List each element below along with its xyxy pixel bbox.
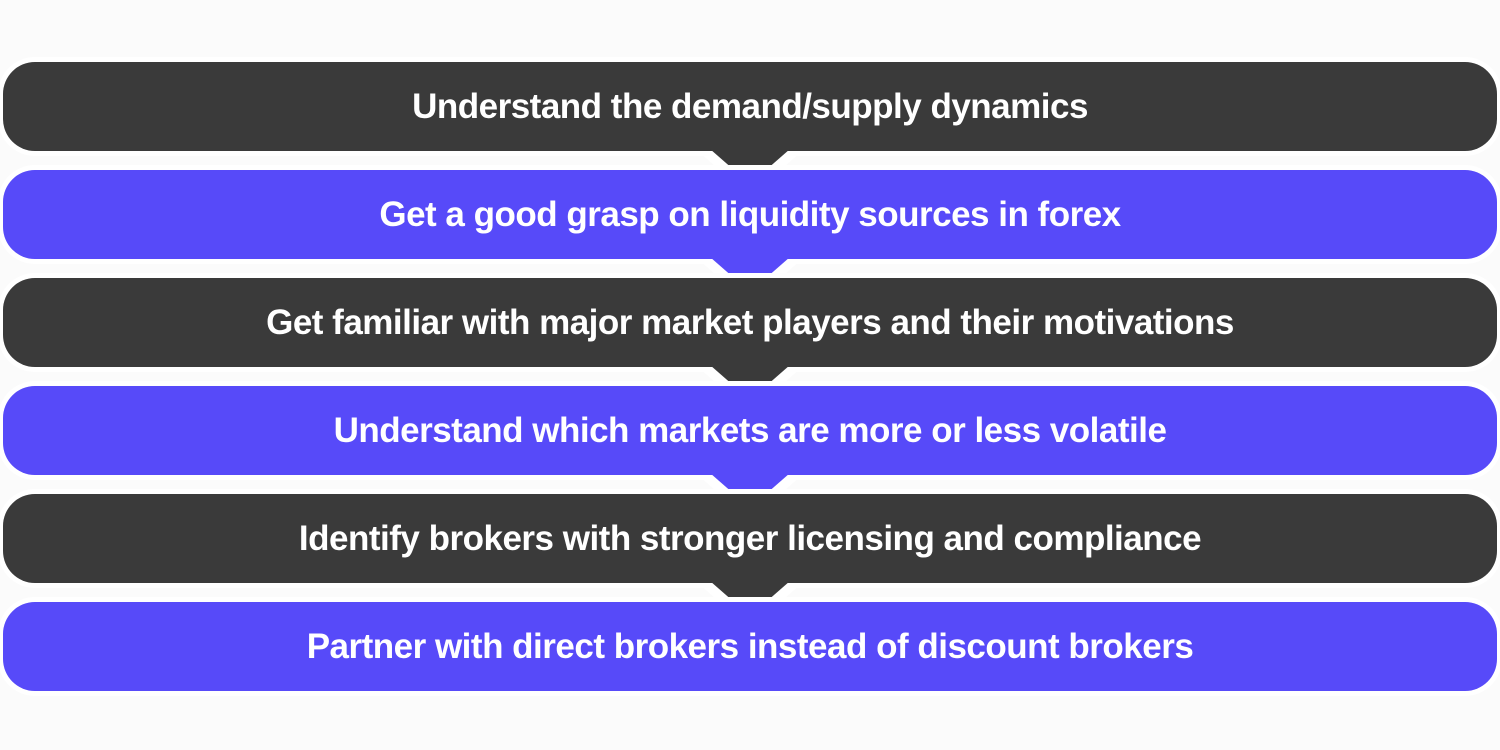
step-2-label: Get a good grasp on liquidity sources in… — [379, 194, 1121, 234]
step-5-bar: Identify brokers with stronger licensing… — [3, 494, 1497, 583]
step-6-label: Partner with direct brokers instead of d… — [306, 626, 1194, 666]
step-1-label: Understand the demand/supply dynamics — [412, 86, 1088, 126]
step-1-bar: Understand the demand/supply dynamics — [3, 62, 1497, 151]
step-4-label: Understand which markets are more or les… — [333, 410, 1167, 450]
step-3-label: Get familiar with major market players a… — [266, 302, 1234, 342]
step-2-bar: Get a good grasp on liquidity sources in… — [3, 170, 1497, 259]
step-5-label: Identify brokers with stronger licensing… — [298, 518, 1202, 558]
step-6-bar: Partner with direct brokers instead of d… — [3, 602, 1497, 691]
step-3-bar: Get familiar with major market players a… — [3, 278, 1497, 367]
step-4-bar: Understand which markets are more or les… — [3, 386, 1497, 475]
